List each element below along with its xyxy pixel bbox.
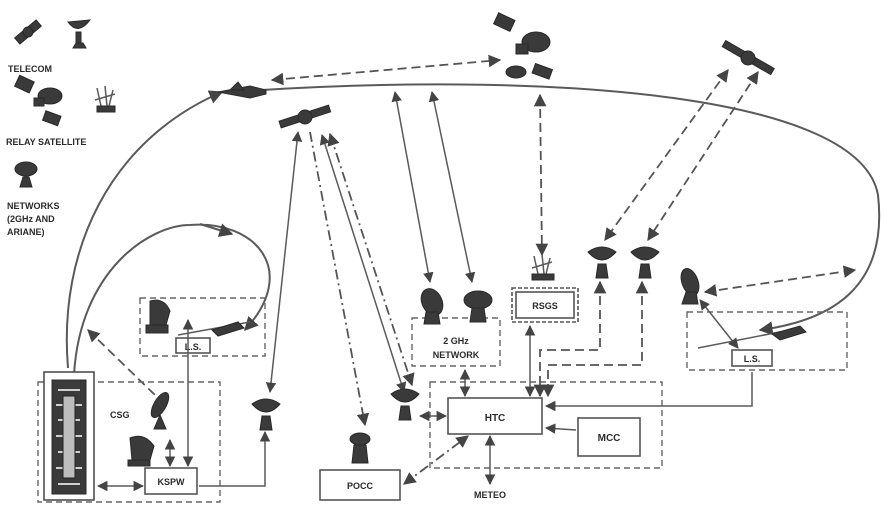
right-ls-shuttle-icon — [770, 325, 807, 341]
node-rsgs: RSGS — [532, 301, 558, 311]
csg-zone: CSG KSPW — [37, 318, 221, 503]
network-dish-2-icon — [463, 290, 493, 323]
leo-satellite-icon — [278, 104, 332, 129]
pocc-node: POCC — [319, 432, 401, 501]
kspw-dish-icon — [251, 398, 281, 431]
csg-dish-icon — [150, 392, 170, 430]
loop-arrowhead-line — [199, 223, 234, 237]
rsgs-node: RSGS — [511, 253, 579, 323]
node-mcc: MCC — [598, 433, 621, 444]
node-htc: HTC — [485, 413, 506, 424]
launch-site-image — [43, 371, 95, 501]
node-network-line2: NETWORK — [433, 350, 480, 360]
legend-relay-satellite: RELAY SATELLITE — [6, 137, 86, 147]
relay-satellite-top-icon — [492, 12, 554, 80]
htc-dish-icon — [390, 388, 420, 421]
node-network-line1: 2 GHz — [443, 336, 469, 346]
legend-networks-line3: ARIANE) — [7, 227, 45, 237]
relay-satellite-icon — [13, 74, 63, 127]
left-ls-shuttle-icon — [211, 321, 245, 337]
right-satellite-icon — [721, 39, 775, 76]
short-loop-trajectory — [73, 223, 271, 376]
node-meteo: METEO — [474, 490, 506, 500]
legend-telecom: TELECOM — [8, 64, 52, 74]
network-dish-1-icon — [420, 288, 444, 325]
htc-zone: HTC MCC — [429, 381, 663, 469]
2ghz-network-zone: 2 GHz NETWORK — [411, 288, 501, 367]
csg-tracker-icon — [127, 435, 155, 467]
ascent-trajectory — [65, 90, 224, 369]
htc-links — [402, 280, 753, 486]
pocc-dish-icon — [349, 432, 371, 464]
rsgs-antenna-icon — [531, 253, 555, 281]
node-csg: CSG — [110, 410, 130, 420]
network-dish-icon — [14, 161, 38, 188]
left-landing-site: L.S. — [139, 297, 266, 357]
node-ls-left: L.S. — [185, 342, 202, 352]
node-pocc: POCC — [347, 481, 374, 491]
dish-b-icon — [630, 246, 660, 279]
legend-networks-line2: (2GHz AND — [7, 214, 55, 224]
right-ls-dish-icon — [680, 268, 700, 305]
telecom-dish-icon — [67, 19, 92, 49]
node-ls-right: L.S. — [744, 354, 761, 364]
relay-ground-antenna-icon — [94, 85, 116, 113]
right-landing-site: L.S. — [680, 268, 848, 371]
spaceplane-icon — [217, 81, 267, 99]
kspw-dish-link — [199, 430, 271, 487]
radio-links — [87, 54, 857, 427]
node-kspw: KSPW — [158, 477, 186, 487]
left-ls-dish-icon — [145, 299, 171, 334]
legend-networks-line1: NETWORKS — [7, 201, 60, 211]
legend: TELECOM RELAY SATELLITE NETWORKS (2GHz A… — [6, 19, 116, 237]
dish-a-icon — [587, 246, 617, 279]
telecom-satellite-icon — [13, 19, 43, 45]
